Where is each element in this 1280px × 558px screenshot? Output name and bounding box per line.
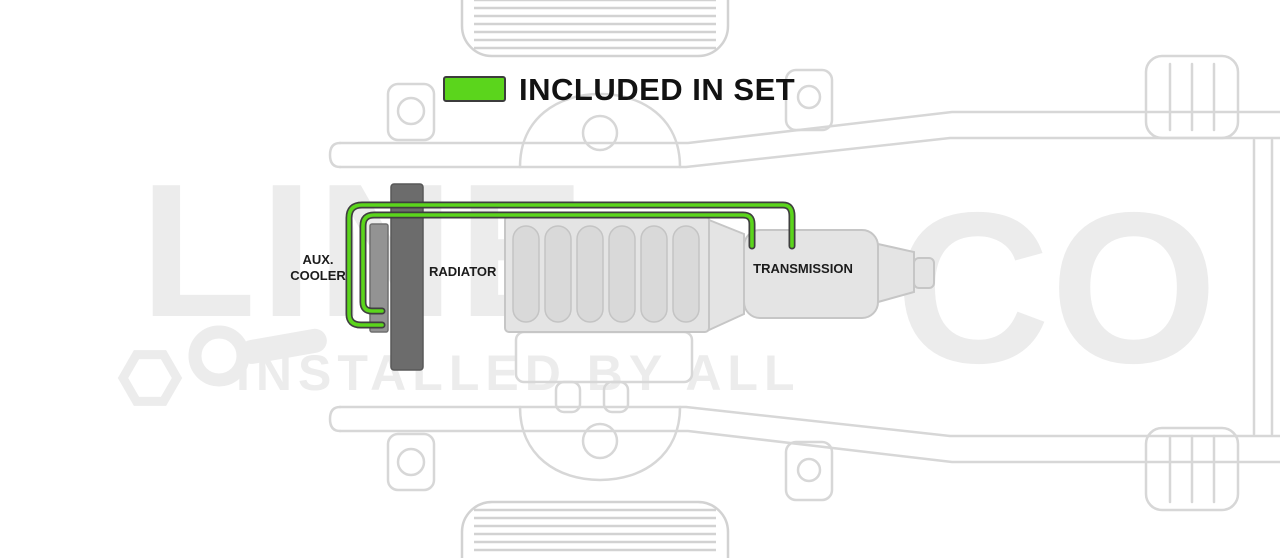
aux-cooler-core <box>369 223 389 333</box>
cooler-line-1 <box>361 213 754 313</box>
front-bracket-top <box>386 82 436 142</box>
chassis-frame <box>328 54 1280 512</box>
center-mount-top <box>518 92 682 169</box>
engine-block <box>504 215 710 333</box>
legend: INCLUDED IN SET <box>443 72 795 107</box>
rear-left-tire <box>460 500 730 558</box>
center-mount-bottom <box>518 405 682 482</box>
cooler-line-2 <box>347 203 794 327</box>
aux-cooler-label-line2: COOLER <box>290 268 346 283</box>
rear-hanger-bottom <box>1144 426 1240 512</box>
component-labels: AUX. COOLER RADIATOR TRANSMISSION <box>290 252 853 283</box>
aux-cooler-label-line1: AUX. <box>302 252 333 267</box>
transmission-label: TRANSMISSION <box>753 261 853 276</box>
mid-bracket-bottom <box>784 440 834 502</box>
aux-cooler <box>369 223 389 333</box>
transmission-assembly <box>708 218 935 332</box>
wrench-icon <box>117 325 327 406</box>
watermark-brand-right: CO <box>895 167 1218 408</box>
radiator-core <box>390 183 424 371</box>
front-left-tire <box>460 0 730 58</box>
radiator-label: RADIATOR <box>429 264 497 279</box>
watermark-tagline: INSTALLED BY ALL <box>236 345 801 401</box>
rear-hanger-top <box>1144 54 1240 140</box>
front-bracket-bottom <box>386 432 436 492</box>
legend-label: INCLUDED IN SET <box>519 72 795 107</box>
cooler-lines <box>345 201 796 329</box>
legend-swatch <box>443 76 506 102</box>
mid-bracket-top <box>784 68 834 132</box>
radiator <box>390 183 424 371</box>
